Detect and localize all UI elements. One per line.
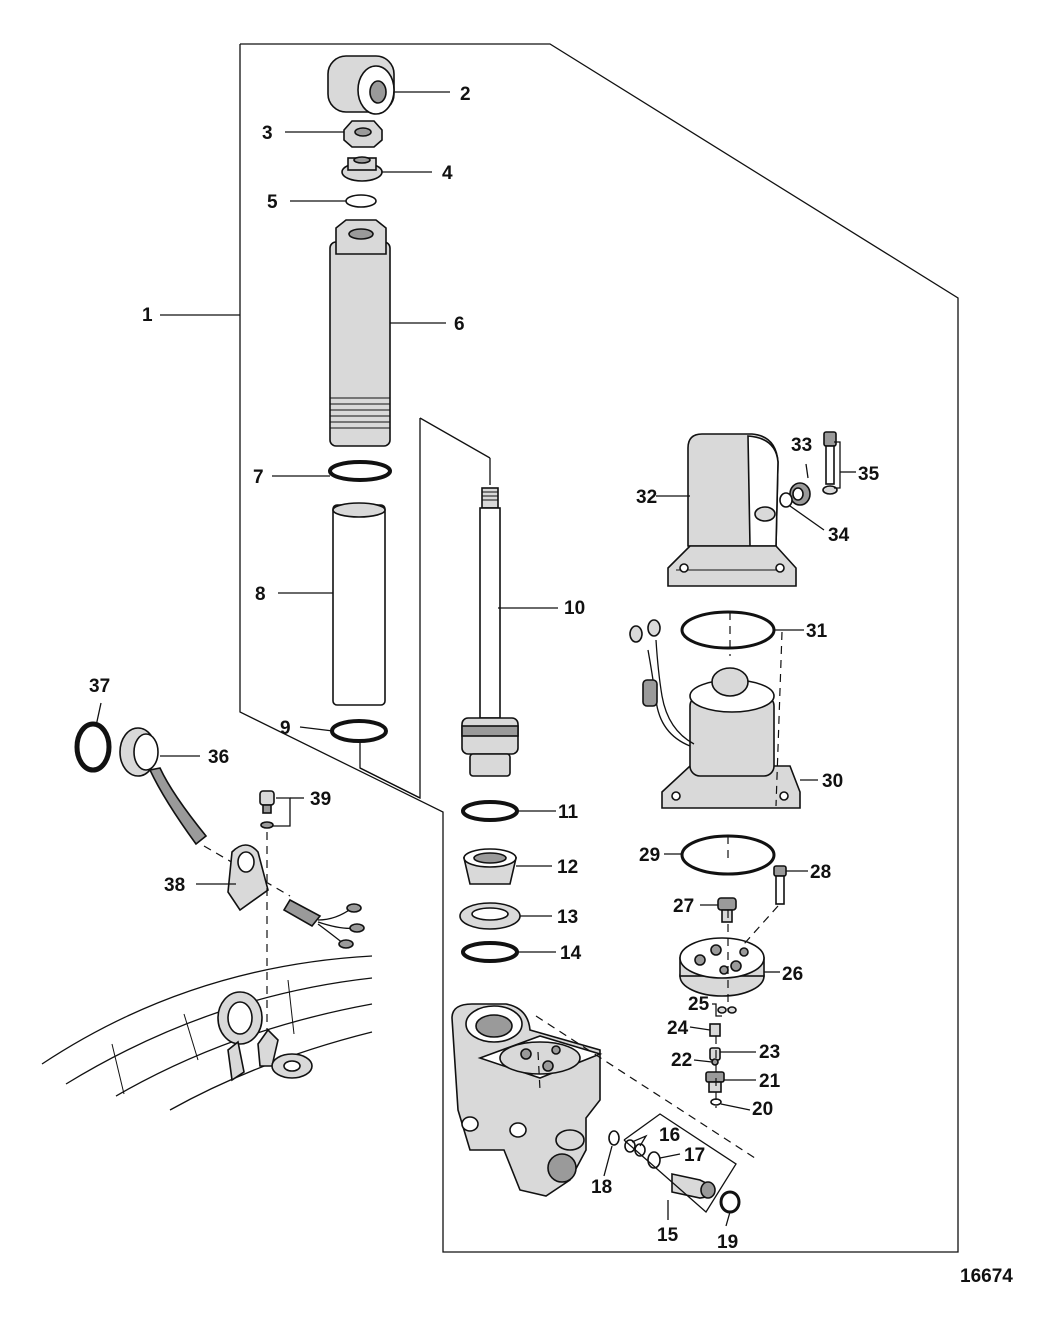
callout-7: 7: [253, 467, 264, 488]
callout-29: 29: [639, 845, 660, 866]
bracket-38: [227, 844, 269, 912]
callout-labels: 1 2 3 4 5 6 7 8 9 10 11 12 13 14 15 16 1…: [89, 84, 880, 1253]
callout-37: 37: [89, 676, 110, 697]
callout-23: 23: [759, 1042, 780, 1063]
callout-22: 22: [671, 1050, 692, 1071]
valve-cup-12: [462, 848, 518, 885]
poppet-23: [709, 1047, 721, 1061]
callout-8: 8: [255, 584, 266, 605]
retaining-ring-19: [719, 1190, 741, 1214]
valve-bracket: [623, 1113, 737, 1213]
callout-3: 3: [262, 123, 273, 144]
o-ring-37: [74, 721, 112, 773]
assembly-outline: [239, 43, 959, 1253]
callout-11: 11: [558, 802, 579, 823]
callout-21: 21: [759, 1071, 781, 1092]
o-ring-18: [608, 1130, 620, 1146]
callout-6: 6: [454, 314, 465, 335]
callout-5: 5: [267, 192, 278, 213]
screw-35: [822, 431, 838, 495]
spring-24: [709, 1023, 721, 1037]
wiring-harness: [282, 898, 365, 949]
o-ring-5: [345, 194, 377, 208]
callout-26: 26: [782, 964, 803, 985]
ring-13: [459, 902, 521, 930]
callout-24: 24: [667, 1018, 689, 1039]
callout-33: 33: [791, 435, 812, 456]
callout-34: 34: [828, 525, 850, 546]
fitting-27: [717, 897, 737, 923]
callout-38: 38: [164, 875, 185, 896]
callout-17: 17: [684, 1145, 705, 1166]
callout-18: 18: [591, 1177, 612, 1198]
callout-36: 36: [208, 747, 229, 768]
o-ring-31: [680, 610, 776, 650]
callout-16: 16: [659, 1125, 680, 1146]
callout-10: 10: [564, 598, 585, 619]
pump-part: [679, 937, 765, 997]
fill-plug-33: [789, 482, 811, 506]
plug-21: [705, 1071, 725, 1093]
nut-part: [343, 120, 383, 148]
reference-number: 16674: [960, 1266, 1013, 1287]
o-ring-11: [461, 800, 519, 822]
fitting-25: [717, 1006, 737, 1014]
callout-19: 19: [717, 1232, 738, 1253]
manifold-housing: [451, 1003, 603, 1197]
o-ring-9: [330, 719, 388, 743]
seal-part: [341, 156, 383, 182]
callout-28: 28: [810, 862, 831, 883]
callout-9: 9: [280, 718, 291, 739]
screw-39: [259, 790, 275, 829]
sleeve-part: [332, 502, 386, 706]
o-ring-7: [328, 460, 392, 482]
motor-part: [629, 619, 801, 809]
callout-35: 35: [858, 464, 880, 485]
o-ring-14: [461, 941, 519, 963]
reservoir-part: [667, 433, 797, 587]
callout-4: 4: [442, 163, 453, 184]
switch-36: [119, 727, 208, 846]
leader-lines: [95, 91, 856, 1227]
cylinder-part: [329, 219, 391, 447]
callout-14: 14: [560, 943, 582, 964]
callout-2: 2: [460, 84, 471, 105]
valve-15: [671, 1173, 716, 1199]
ball-22: [711, 1058, 719, 1066]
callout-25: 25: [688, 994, 710, 1015]
callout-13: 13: [557, 907, 578, 928]
callout-32: 32: [636, 487, 657, 508]
piston-rod-part: [461, 487, 519, 777]
screw-28: [773, 865, 787, 905]
callout-15: 15: [657, 1225, 679, 1246]
callout-12: 12: [557, 857, 578, 878]
callout-30: 30: [822, 771, 843, 792]
callout-31: 31: [806, 621, 828, 642]
callout-39: 39: [310, 789, 331, 810]
callout-20: 20: [752, 1099, 773, 1120]
callout-27: 27: [673, 896, 694, 917]
engine-housing: [41, 955, 373, 1111]
callout-1: 1: [142, 305, 153, 326]
cap-part: [327, 55, 395, 115]
o-ring-34: [779, 492, 793, 508]
